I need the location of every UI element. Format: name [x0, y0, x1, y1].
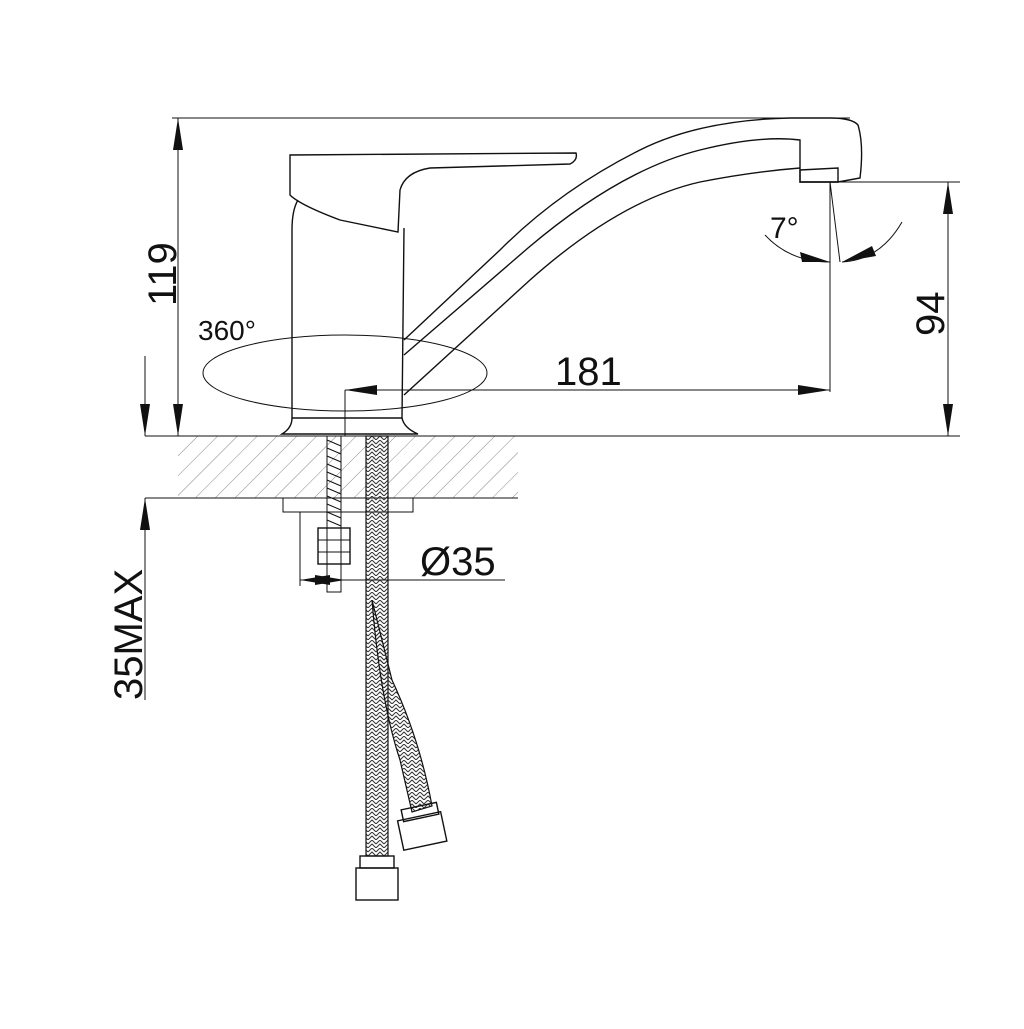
spout-reach-label: 181 [555, 350, 622, 394]
tilt-angle-label: 7° [770, 212, 799, 245]
dimension-181: 181 [344, 182, 831, 436]
tilt-angle-dimension: 7° [764, 181, 903, 263]
dimension-119: 119 [141, 118, 185, 436]
swivel-angle-label: 360° [198, 315, 256, 346]
mounting-hardware [282, 435, 448, 901]
faucet-body [279, 117, 863, 435]
countertop [145, 435, 960, 499]
dimension-35max: 35MAX [107, 356, 151, 700]
dimension-94: 94 [909, 182, 953, 436]
height-total-label: 119 [141, 242, 185, 306]
shank-diameter-label: Ø35 [420, 540, 496, 584]
dimension-diameter-35: Ø35 [299, 512, 505, 586]
max-counter-thickness-label: 35MAX [107, 569, 151, 700]
height-outlet-label: 94 [909, 292, 953, 337]
